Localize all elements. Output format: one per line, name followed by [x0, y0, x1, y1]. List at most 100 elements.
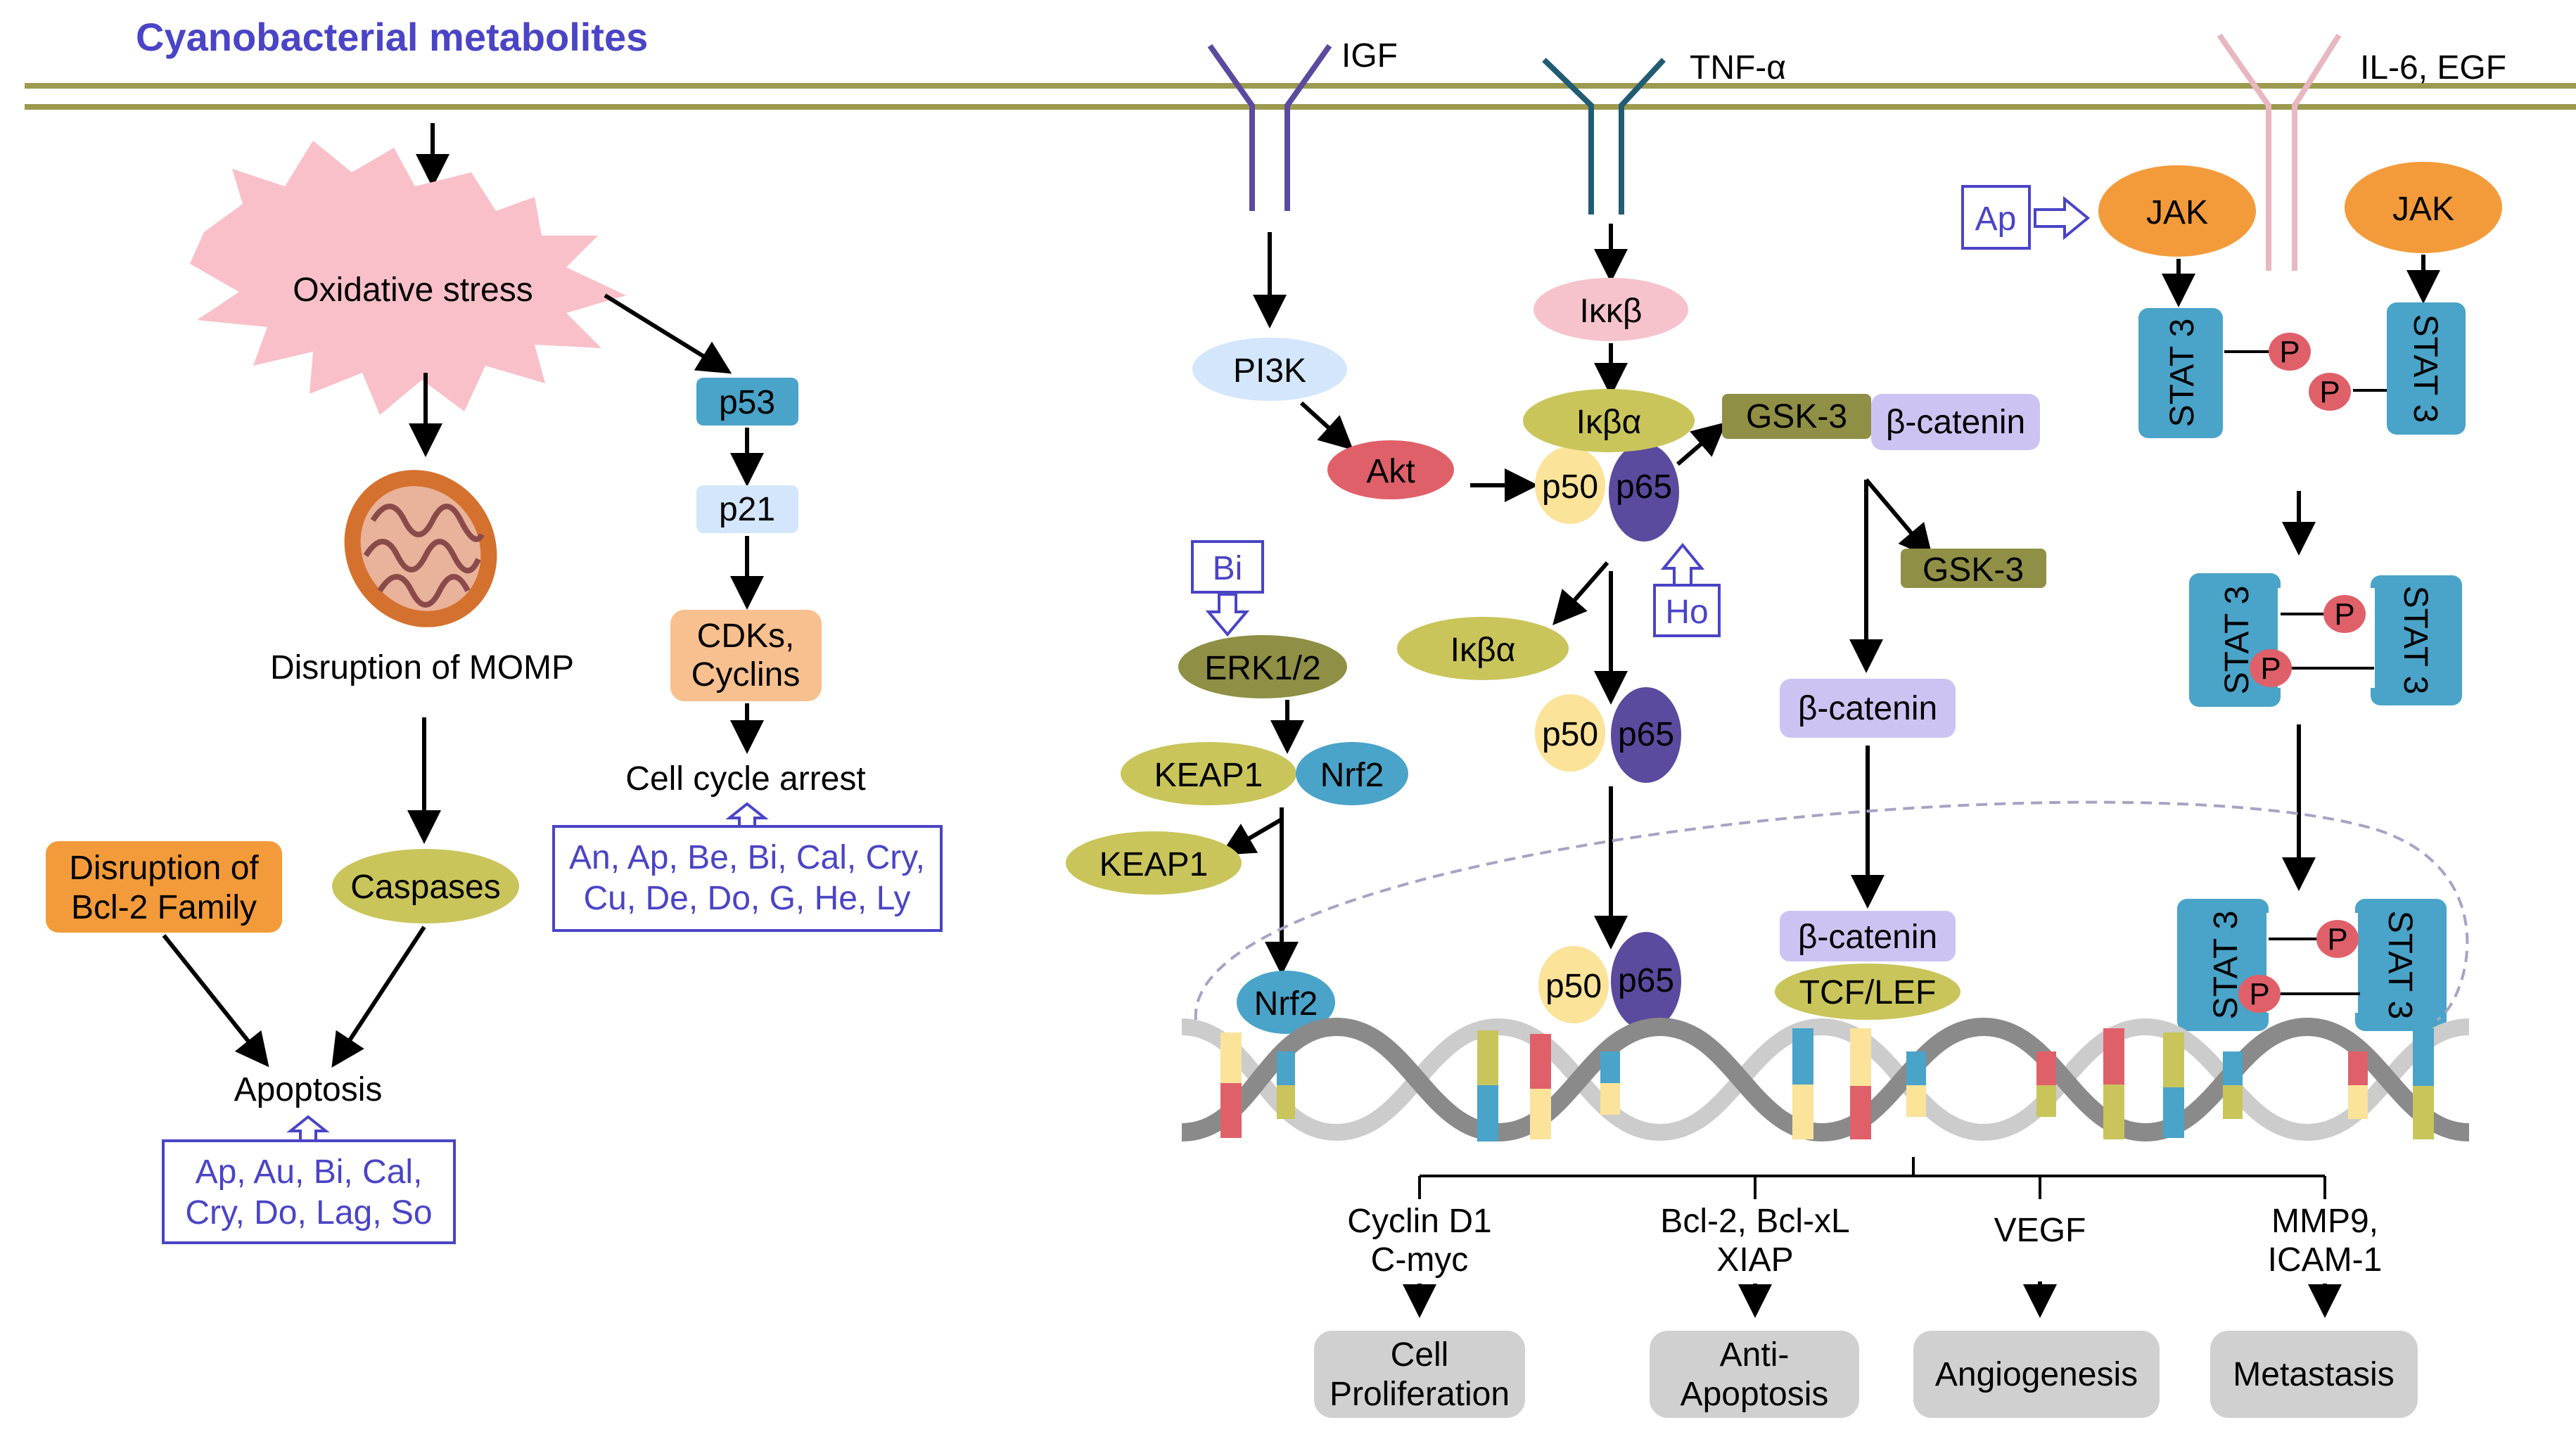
cycle-inhibit-arrow [725, 802, 769, 828]
stat3-d-node [2371, 575, 2462, 705]
igf-label: IGF [1341, 37, 1398, 75]
outcome-antiapoptosis-line1: Anti- [1720, 1336, 1790, 1374]
bcl2-family-box [46, 841, 282, 933]
cdks-node [670, 610, 822, 701]
jak1-node [2098, 165, 2256, 257]
ikba-free-label: Iκβα [1450, 632, 1516, 669]
erk-node [1178, 635, 1347, 698]
diagram-title: Cyanobacterial metabolites [136, 15, 648, 59]
stat3-e-label: STAT 3 [2207, 911, 2245, 1020]
phospho-c2-label: P [2249, 977, 2269, 1011]
phospho-a2 [2309, 373, 2351, 411]
apoptosis-drug-box [162, 1139, 456, 1244]
bcl2-label-line2: Bcl-2 Family [71, 889, 257, 926]
target-gene-bracket [1418, 1157, 2326, 1199]
outcome-metastasis-box [2210, 1331, 2418, 1418]
p50-mid-label: p50 [1542, 716, 1598, 753]
gene-mmp9-line1: MMP9, [2271, 1203, 2378, 1240]
apoptosis-label: Apoptosis [234, 1071, 383, 1108]
p21-label: p21 [719, 491, 775, 528]
outcome-proliferation-box [1314, 1331, 1525, 1418]
phospho-b2-label: P [2260, 651, 2281, 686]
p65-mid-label: p65 [1618, 716, 1674, 753]
p65-complex-node [1609, 443, 1679, 542]
phospho-a1 [2269, 333, 2311, 371]
bcat-c-node [1780, 911, 1956, 961]
erk-label: ERK1/2 [1204, 650, 1320, 687]
p53-label: p53 [719, 384, 775, 421]
keap1-free-label: KEAP1 [1099, 846, 1209, 883]
gene-vegf: VEGF [1994, 1212, 2086, 1249]
bcat-a-label: β-catenin [1886, 404, 2025, 441]
stat3-a-label: STAT 3 [2164, 319, 2201, 428]
cdks-label-line2: Cyclins [691, 656, 801, 693]
jak2-label: JAK [2392, 191, 2454, 228]
bcat-a-node [1871, 394, 2040, 450]
keap1-node [1121, 742, 1296, 805]
igf-receptor [1207, 44, 1332, 211]
arrow-caspases-apoptosis [331, 926, 426, 1068]
cycle-drugs-line2: Cu, De, Do, G, He, Ly [583, 880, 910, 917]
arrow-bcat-gsk3 [1864, 478, 1933, 559]
cdks-label-line1: CDKs, [697, 618, 795, 655]
momp-label: Disruption of MOMP [270, 649, 574, 686]
tnf-label: TNF-α [1690, 49, 1786, 87]
arrow-ikba-release [1552, 561, 1609, 626]
phospho-b1 [2323, 595, 2366, 633]
bi-inhibit-arrow [1205, 593, 1250, 637]
bcat-c-label: β-catenin [1798, 919, 1937, 956]
p65-mid-node [1611, 687, 1681, 783]
apoptosis-drugs-line1: Ap, Au, Bi, Cal, [196, 1153, 423, 1191]
bcat-b-node [1780, 679, 1956, 738]
bcl2-label-line1: Disruption of [69, 850, 259, 887]
gsk3-a-node [1722, 394, 1871, 439]
p50-complex-label: p50 [1542, 468, 1598, 506]
akt-label: Akt [1366, 453, 1415, 490]
gene-bcl2-line1: Bcl-2, Bcl-xL [1660, 1203, 1849, 1240]
gsk3-b-label: GSK-3 [1923, 551, 2024, 589]
arrow-bcl2-apoptosis [162, 934, 269, 1068]
arrow-pi3k-akt [1299, 401, 1353, 451]
p21-node [696, 485, 798, 533]
p53-node [696, 378, 798, 426]
gene-mmp9-line2: ICAM-1 [2268, 1241, 2383, 1279]
phospho-b2 [2250, 649, 2292, 687]
tcf-lef-node [1775, 964, 1960, 1020]
cell-cycle-arrest-label: Cell cycle arrest [625, 760, 865, 798]
p65-complex-label: p65 [1616, 468, 1672, 506]
tcf-lef-label: TCF/LEF [1799, 974, 1937, 1011]
ho-inhibit-arrow [1660, 542, 1705, 587]
gene-cyclin-line2: C-myc [1371, 1241, 1469, 1279]
nrf2-nucleus-label: Nrf2 [1254, 985, 1318, 1023]
stat3-b-label: STAT 3 [2406, 314, 2444, 423]
bi-drug-label: Bi [1213, 550, 1243, 587]
oxidative-stress-burst [190, 141, 626, 415]
il6-label: IL-6, EGF [2360, 49, 2506, 87]
outcome-metastasis-label: Metastasis [2233, 1356, 2394, 1393]
jak1-label: JAK [2146, 194, 2208, 231]
akt-node [1327, 440, 1454, 499]
ap-drug-label: Ap [1975, 200, 2017, 238]
p50-complex-node [1535, 447, 1605, 524]
gsk3-b-node [1901, 549, 2046, 588]
p50-nucleus-label: p50 [1545, 968, 1602, 1005]
ikba-free-node [1397, 617, 1569, 680]
ikba-complex-label: Iκβα [1576, 404, 1642, 441]
il6-receptor [2217, 33, 2342, 271]
caspases-label: Caspases [350, 869, 500, 906]
jak2-node [2345, 162, 2502, 253]
arrow-p65-gsk3 [1676, 422, 1727, 466]
outcome-antiapoptosis-line2: Apoptosis [1681, 1376, 1829, 1413]
ikkb-node [1534, 278, 1688, 341]
bi-drug-box [1191, 540, 1264, 594]
ikkb-label: Iκκβ [1580, 293, 1643, 330]
phospho-c2 [2238, 975, 2281, 1013]
gsk3-a-label: GSK-3 [1746, 398, 1847, 435]
outcome-proliferation-line1: Cell [1391, 1336, 1449, 1374]
stat3-f-label: STAT 3 [2381, 911, 2418, 1020]
arrow-stress-p53 [604, 293, 732, 374]
pi3k-node [1192, 338, 1347, 401]
dna-helix [1181, 1017, 2470, 1142]
phospho-b1-label: P [2334, 597, 2354, 632]
